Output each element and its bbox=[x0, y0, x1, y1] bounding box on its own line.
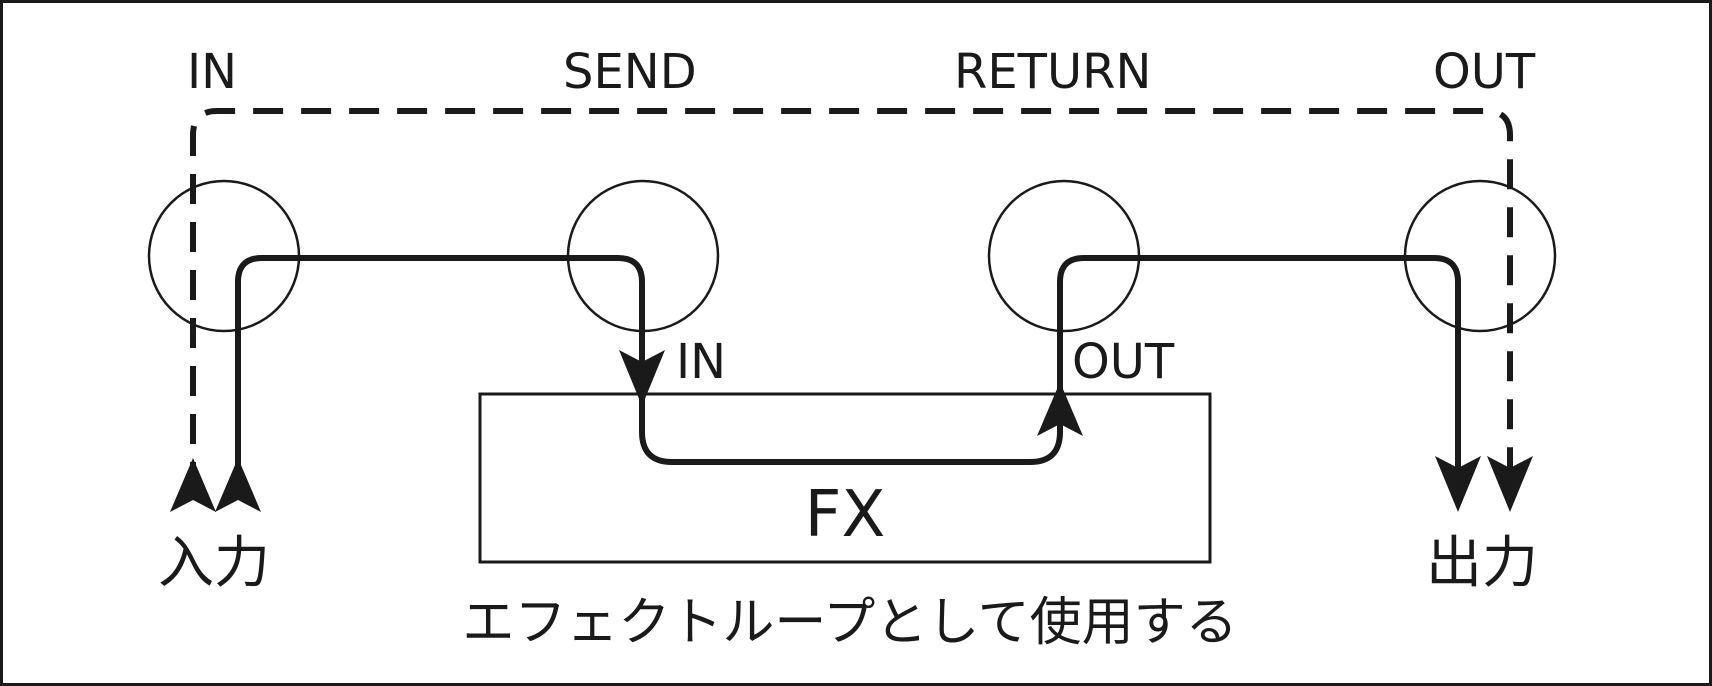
input-label: 入力 bbox=[158, 531, 270, 596]
jack-label-send: SEND bbox=[563, 44, 697, 100]
output-dashed-arrow-icon bbox=[1487, 456, 1533, 512]
send-arrow-icon bbox=[619, 350, 665, 406]
return-arrow-icon bbox=[1037, 382, 1083, 436]
output-label: 出力 bbox=[1426, 531, 1538, 596]
bypass-dashed-path bbox=[190, 108, 1513, 492]
jack-label-return: RETURN bbox=[954, 44, 1151, 100]
input-solid-arrow-icon bbox=[215, 458, 261, 512]
input-dashed-arrow-icon bbox=[170, 458, 216, 512]
fx-out-label: OUT bbox=[1072, 334, 1175, 390]
signal-solid-path bbox=[235, 255, 1461, 492]
jack-label-out: OUT bbox=[1433, 44, 1536, 100]
fx-unit-box bbox=[478, 392, 1212, 564]
fx-unit-name: FX bbox=[805, 478, 886, 552]
diagram-caption: エフェクトループとして使用する bbox=[462, 593, 1237, 653]
output-solid-arrow-icon bbox=[1435, 456, 1481, 512]
fx-in-label: IN bbox=[676, 334, 726, 390]
jack-label-in: IN bbox=[187, 44, 237, 100]
